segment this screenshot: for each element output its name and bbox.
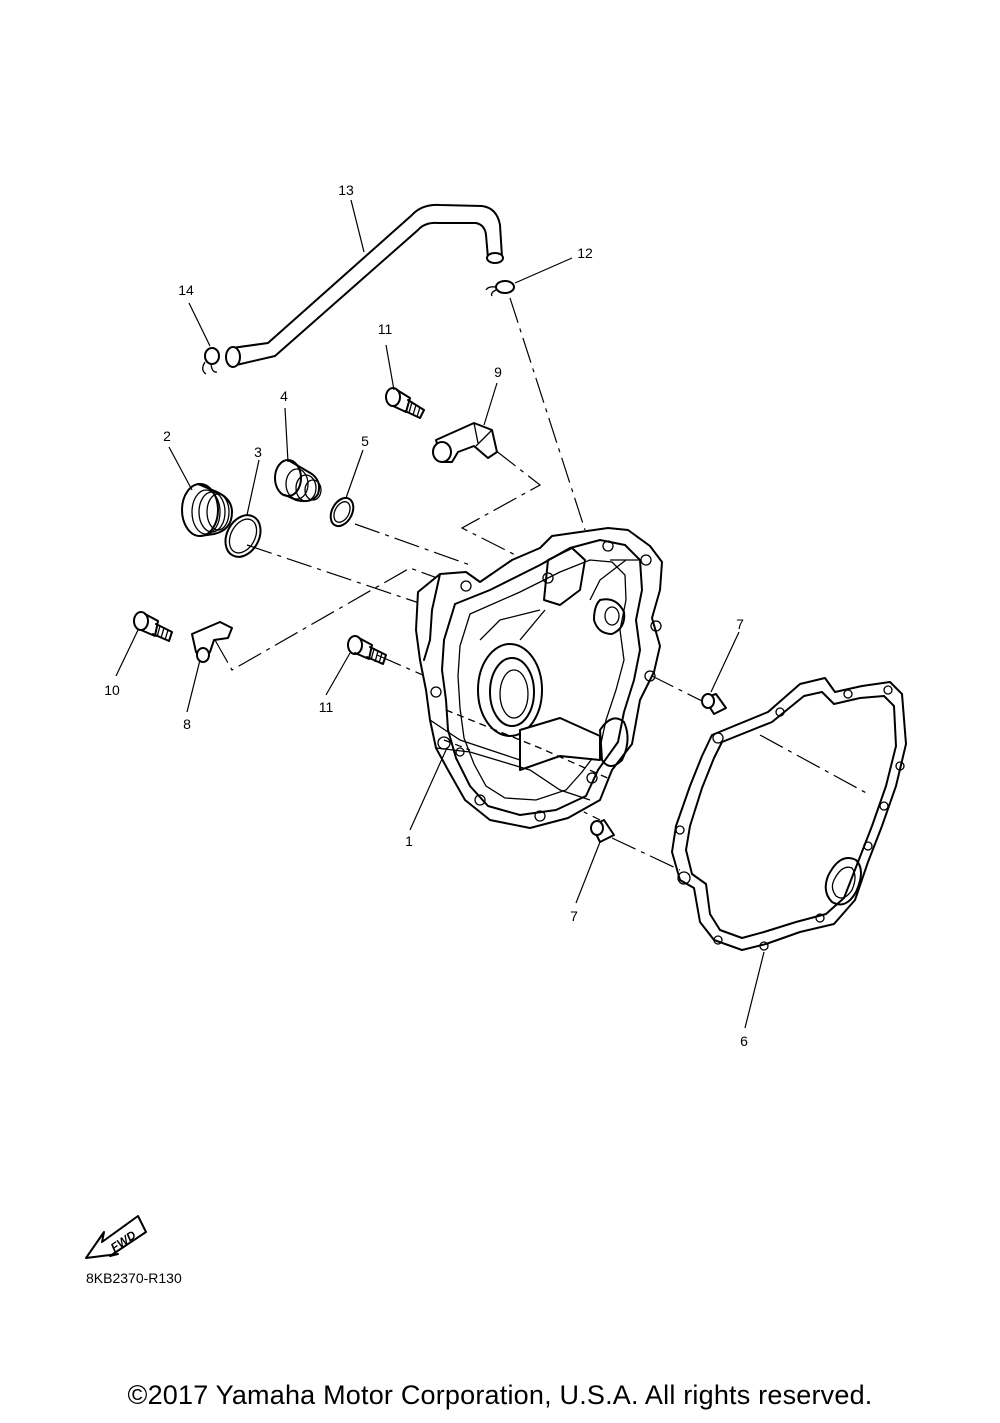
crankcase-cover (415, 527, 663, 829)
dowel-pin-upper (701, 693, 727, 715)
callout-14: 14 (178, 282, 194, 298)
callout-11-lower: 11 (319, 699, 334, 715)
callout-labels: 13 12 14 11 9 4 2 3 5 7 10 8 11 1 7 6 (104, 182, 748, 1049)
drawing-code: 8KB2370-R130 (86, 1270, 182, 1286)
callout-5: 5 (361, 433, 369, 449)
bolt-upper (385, 387, 425, 419)
o-ring-large (224, 514, 262, 558)
callout-9: 9 (494, 364, 502, 380)
callout-6: 6 (740, 1033, 748, 1049)
o-ring-small (329, 496, 355, 528)
hose-clip-lower (202, 347, 220, 375)
breather-hose (225, 203, 504, 368)
bolt-left (133, 611, 173, 642)
callout-3: 3 (254, 444, 262, 460)
callout-11-upper: 11 (378, 321, 393, 337)
stepped-plug (274, 459, 322, 503)
callout-7-lower: 7 (570, 908, 578, 924)
leader-lines (115, 199, 765, 1029)
hose-clip-upper (485, 280, 515, 297)
cover-gasket (671, 677, 907, 951)
callout-2: 2 (163, 428, 171, 444)
callout-4: 4 (280, 388, 288, 404)
forward-direction-arrow: FWD (85, 1215, 147, 1259)
bolt-lower (347, 635, 387, 665)
copyright-notice: ©2017 Yamaha Motor Corporation, U.S.A. A… (127, 1380, 873, 1410)
callout-7-upper: 7 (736, 616, 744, 632)
callout-1: 1 (405, 833, 413, 849)
dowel-pin-lower (590, 819, 615, 843)
callout-10: 10 (104, 682, 120, 698)
callout-8: 8 (183, 716, 191, 732)
hose-clamp-upper (432, 422, 498, 463)
hose-clamp-lower (191, 621, 233, 663)
callout-13: 12 (577, 245, 593, 261)
callout-12: 13 (338, 182, 354, 198)
filler-plug (181, 483, 233, 537)
